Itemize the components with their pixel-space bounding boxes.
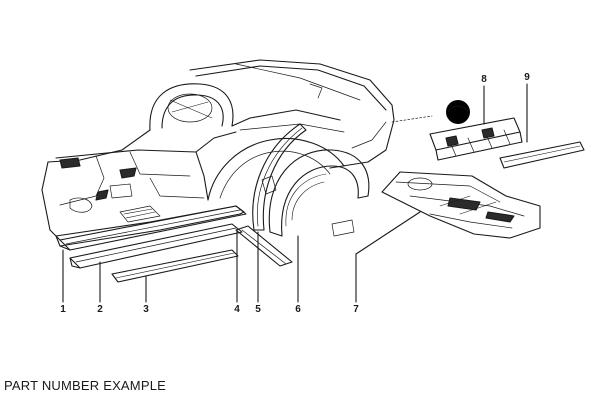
part-1-inner-sill bbox=[55, 205, 247, 251]
part-2-outer-sill-panel bbox=[69, 223, 243, 269]
callout-4: 4 bbox=[234, 304, 240, 315]
callout-5: 5 bbox=[255, 304, 261, 315]
part-8-crossmember bbox=[429, 100, 523, 161]
car-body-shell bbox=[41, 59, 433, 247]
callout-7: 7 bbox=[353, 304, 359, 315]
leader-lines bbox=[62, 83, 528, 303]
callout-2: 2 bbox=[97, 304, 103, 315]
callout-8: 8 bbox=[481, 74, 487, 85]
part-5-arch-liner bbox=[252, 123, 307, 231]
callout-labels: 1 2 3 4 5 6 7 8 9 bbox=[60, 72, 530, 315]
callout-9: 9 bbox=[524, 72, 530, 83]
callout-1: 1 bbox=[60, 304, 66, 315]
part-7-rear-floor-panel bbox=[381, 171, 541, 239]
caption: PART NUMBER EXAMPLE bbox=[4, 378, 167, 393]
part-6-rear-wheel-arch bbox=[268, 149, 370, 237]
part-9-reinforcement-strip bbox=[499, 141, 585, 169]
callout-3: 3 bbox=[143, 304, 149, 315]
part-3-sill-strip bbox=[111, 249, 239, 283]
part-4-rocker-strip bbox=[235, 225, 293, 267]
callout-6: 6 bbox=[295, 304, 301, 315]
